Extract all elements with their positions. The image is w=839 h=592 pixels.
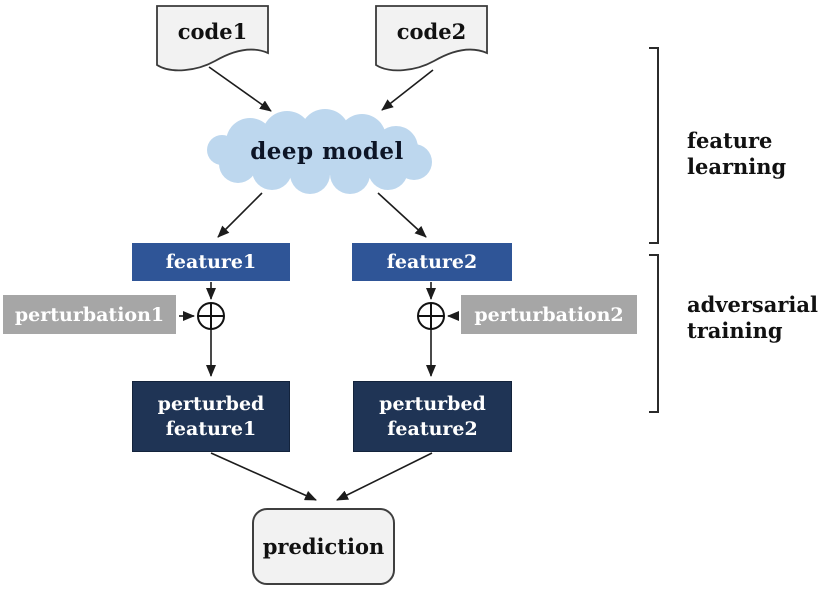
document-shape-code2 <box>375 5 488 72</box>
arrow-code1-to-deep-model <box>208 66 272 112</box>
label-adversarial-training-line2: training <box>687 318 783 343</box>
label-feature-learning-line1: feature <box>687 128 773 153</box>
label-feature-learning-line2: learning <box>687 154 787 179</box>
node-perturbed-feature2: perturbed feature2 <box>353 381 512 452</box>
node-feature2: feature2 <box>352 243 512 281</box>
node-perturbed-feature1: perturbed feature1 <box>132 381 290 452</box>
node-perturbed-feature2-line2: feature2 <box>387 417 478 440</box>
node-perturbation2-label: perturbation2 <box>474 303 624 326</box>
label-feature-learning: feature learning <box>687 128 786 180</box>
node-perturbed-feature2-line1: perturbed <box>379 392 486 415</box>
node-perturbation2: perturbation2 <box>461 295 637 334</box>
node-code1-label: code1 <box>177 18 248 44</box>
arrow-perturbed-feature2-to-prediction <box>336 452 433 501</box>
plus-circle-icon-1 <box>197 302 225 330</box>
node-deep-model-label: deep model <box>250 137 404 165</box>
arrow-deep-model-to-feature2 <box>377 192 427 238</box>
node-perturbation1: perturbation1 <box>3 295 176 334</box>
node-perturbation1-label: perturbation1 <box>14 303 165 326</box>
node-feature1-label: feature1 <box>165 251 257 273</box>
node-deep-model: deep model <box>227 128 427 174</box>
document-shape-code1 <box>156 5 269 72</box>
arrow-code2-to-deep-model <box>381 69 434 111</box>
node-feature1: feature1 <box>132 243 290 281</box>
node-prediction: prediction <box>252 508 395 585</box>
arrow-deep-model-to-feature1 <box>217 192 263 238</box>
node-perturbed-feature1-line2: feature1 <box>165 417 257 440</box>
bracket-adversarial-training <box>649 254 659 413</box>
plus-circle-icon-2 <box>417 302 445 330</box>
node-code2: code2 <box>376 8 487 54</box>
node-code1: code1 <box>157 8 268 54</box>
node-perturbed-feature1-line1: perturbed <box>157 392 265 415</box>
label-adversarial-training: adversarial training <box>687 292 818 344</box>
node-code2-label: code2 <box>396 18 467 44</box>
node-feature2-label: feature2 <box>386 251 478 273</box>
arrow-perturbed-feature1-to-prediction <box>210 452 317 501</box>
label-adversarial-training-line1: adversarial <box>687 292 818 317</box>
node-prediction-label: prediction <box>262 534 385 559</box>
cloud-icon <box>207 109 432 194</box>
bracket-feature-learning <box>649 47 659 244</box>
